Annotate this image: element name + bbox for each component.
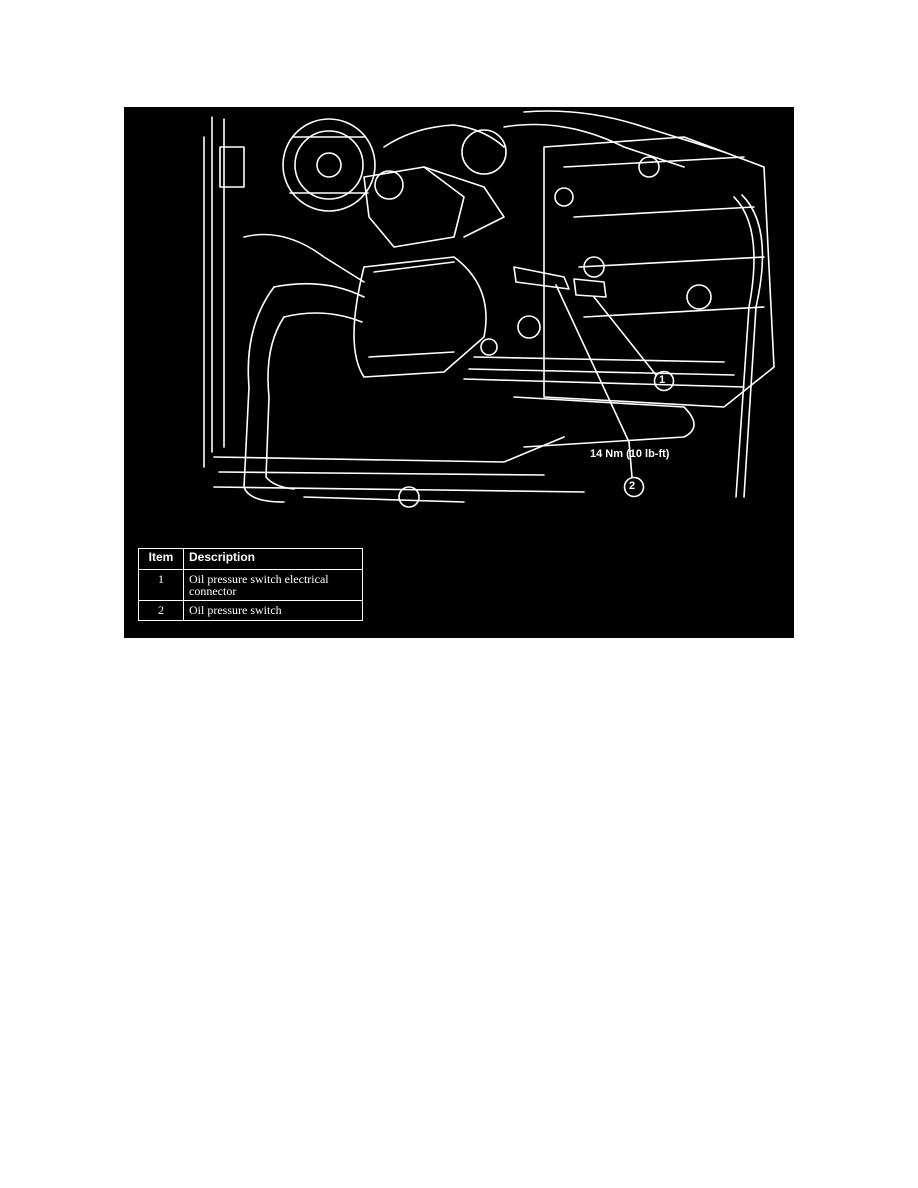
legend-row: 1 Oil pressure switch electrical connect…: [138, 569, 363, 601]
legend-item-number: 1: [138, 569, 184, 601]
legend-item-number: 2: [138, 600, 184, 621]
callout-circle-2: [623, 476, 645, 498]
callout-circle-1: [653, 370, 675, 392]
callout-1-label: 1: [659, 374, 666, 386]
legend-table: Item Description 1 Oil pressure switch e…: [138, 548, 363, 621]
engine-illustration: 1 2 14 Nm (10 lb-ft) Item Description 1 …: [124, 107, 794, 638]
engine-line-drawing: [203, 110, 775, 508]
legend-item-description: Oil pressure switch electrical connector: [183, 569, 363, 601]
legend-row: 2 Oil pressure switch: [138, 600, 363, 621]
legend-header-item: Item: [138, 548, 184, 570]
callout-2-label: 2: [629, 480, 636, 492]
legend-item-description: Oil pressure switch: [183, 600, 363, 621]
legend-header-description: Description: [183, 548, 363, 570]
legend-header-row: Item Description: [138, 548, 363, 570]
torque-spec-label: 14 Nm (10 lb-ft): [590, 448, 670, 460]
